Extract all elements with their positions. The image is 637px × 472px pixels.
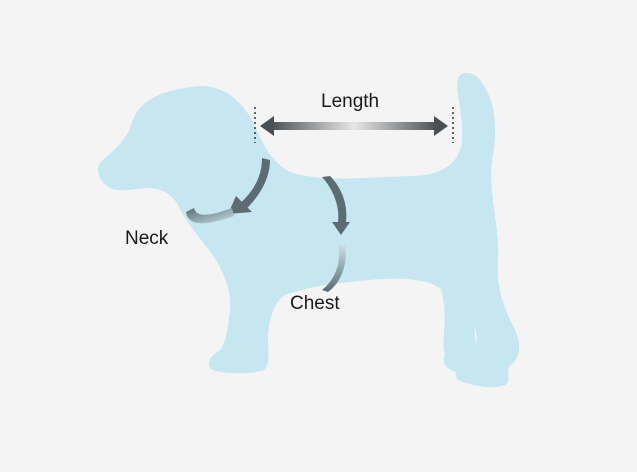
chest-arrow [322, 176, 350, 292]
dog-body [98, 72, 520, 388]
neck-label: Neck [125, 228, 169, 249]
length-arrow [254, 107, 454, 143]
length-label: Length [321, 91, 380, 112]
chest-label: Chest [290, 293, 340, 314]
neck-arrow [186, 158, 270, 224]
